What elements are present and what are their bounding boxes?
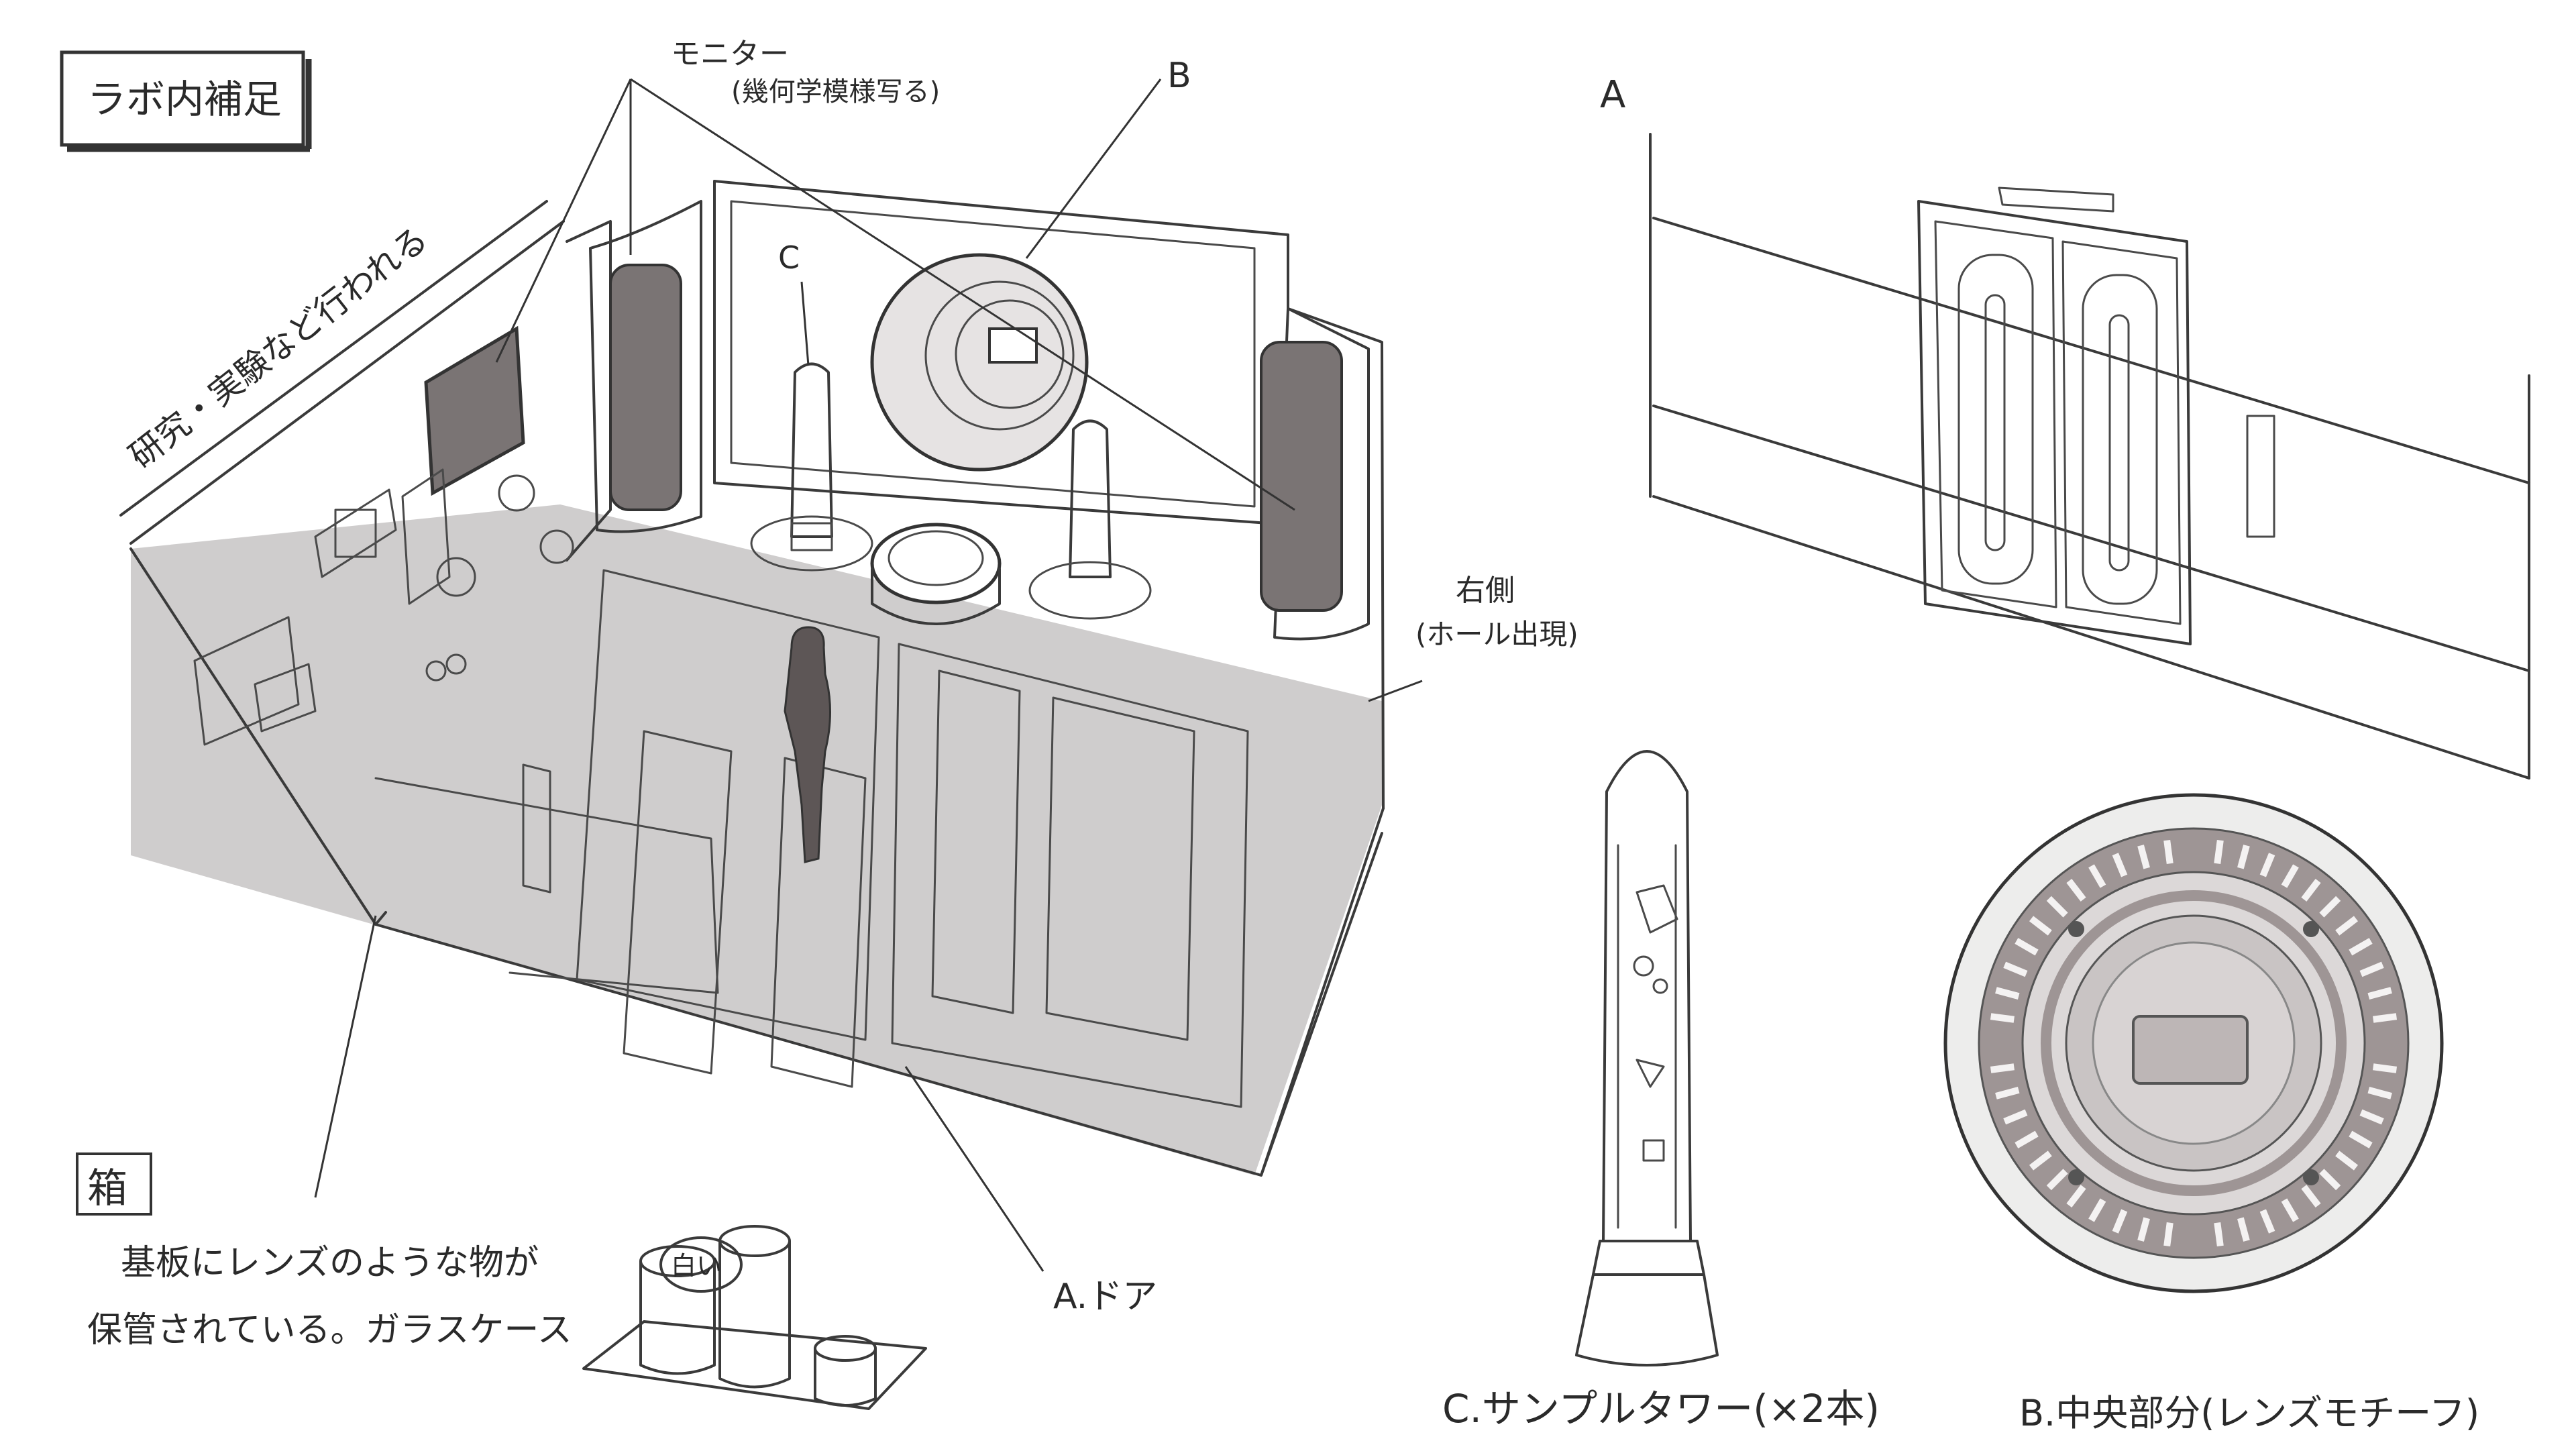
lens-notch <box>2088 864 2106 888</box>
lens-notch <box>2367 987 2392 1000</box>
lens-notch <box>2015 1130 2039 1148</box>
lens-notch <box>2046 896 2068 918</box>
lens-notch <box>2373 1063 2398 1073</box>
left-wall-screen <box>609 264 682 511</box>
lens-notch <box>2066 878 2086 902</box>
lens-notch <box>2029 916 2052 936</box>
lens-notch <box>2367 1087 2392 1099</box>
lens-notch <box>2259 1209 2275 1234</box>
room-tower-left <box>750 362 873 572</box>
lens-notch <box>2237 1217 2250 1242</box>
center-pedestal <box>870 523 1002 604</box>
lens-notch <box>2015 938 2039 956</box>
wall-monitor <box>424 325 525 496</box>
floor-shade <box>131 504 1382 1175</box>
lens-notch <box>2214 839 2224 864</box>
lens-notch <box>2281 1198 2299 1222</box>
glass-case-sketch: 白い <box>582 1225 927 1410</box>
detail-c-tower: C.サンプルタワー(×2本) <box>1442 750 1880 1432</box>
right-side-label: 右側 <box>1456 574 1515 608</box>
center-caption: B.中央部分(レンズモチーフ) <box>2019 1392 2479 1434</box>
lens-notch <box>2335 916 2359 936</box>
callout-b-label: B <box>1167 56 1191 96</box>
lens-notch <box>1995 987 2020 1000</box>
lens-notch <box>2281 864 2299 888</box>
white-label: 白い <box>671 1251 722 1281</box>
detail-a-label: A <box>1600 73 1625 117</box>
lens-notch <box>2319 1169 2341 1191</box>
lens-notch <box>2214 1222 2224 1247</box>
lens-notch <box>2112 1209 2128 1234</box>
lens-notch <box>2237 845 2250 869</box>
lens-notch <box>2137 1217 2150 1242</box>
detail-a-door: A <box>1600 73 2530 780</box>
monitor-label: モニター <box>671 37 789 71</box>
box-note: 箱 基板にレンズのような物が 保管されている。ガラスケース <box>76 1152 572 1350</box>
lens-notch <box>1990 1063 2015 1073</box>
box-note-line-1: 基板にレンズのような物が <box>121 1243 539 1283</box>
callout-c-label: C <box>778 239 800 276</box>
tower-caption: C.サンプルタワー(×2本) <box>1442 1386 1880 1432</box>
person-silhouette <box>784 626 831 863</box>
lens-center-window <box>2132 1015 2249 1085</box>
box-note-line-2: 保管されている。ガラスケース <box>87 1310 572 1350</box>
lab-room <box>119 180 1385 1177</box>
lens-notch <box>2359 1109 2384 1125</box>
right-wall-screen <box>1260 341 1343 612</box>
lens-notch <box>2003 1109 2028 1125</box>
lens-notch <box>2112 853 2128 877</box>
detail-b-lens: B.中央部分(レンズモチーフ) <box>1943 793 2479 1434</box>
room-tower-right <box>1028 419 1152 620</box>
lens-notch <box>2359 961 2384 977</box>
title-text: ラボ内補足 <box>87 76 282 122</box>
lens-notch <box>2163 839 2174 864</box>
lens-notch <box>2349 938 2373 956</box>
lens-notch <box>2066 1185 2086 1208</box>
lens-notch <box>2373 1013 2398 1023</box>
door-label: A.ドア <box>1053 1277 1157 1317</box>
right-side-note: (ホール出現) <box>1415 618 1578 651</box>
lens-notch <box>2137 845 2150 869</box>
lens-notch <box>2259 853 2275 877</box>
lens-notch <box>2301 878 2321 902</box>
lens-notch <box>2088 1198 2106 1222</box>
lens-notch <box>1995 1087 2020 1099</box>
lens-notch <box>2319 896 2341 918</box>
lens-notch <box>2029 1150 2052 1171</box>
room-lens-sphere <box>870 253 1089 472</box>
lens-notch <box>2335 1150 2359 1171</box>
monitor-note: (幾何学模様写る) <box>731 76 940 107</box>
lens-notch <box>2046 1169 2068 1191</box>
research-label: 研究・実験など行われる <box>122 219 435 476</box>
lens-notch <box>2349 1130 2373 1148</box>
lens-ring-notches <box>1990 839 2398 1247</box>
title-box: ラボ内補足 <box>60 50 312 152</box>
lens-notch <box>1990 1013 2015 1023</box>
box-tag: 箱 <box>87 1165 127 1212</box>
lens-notch <box>2301 1185 2321 1208</box>
lens-notch <box>2003 961 2028 977</box>
lens-notch <box>2163 1222 2174 1247</box>
